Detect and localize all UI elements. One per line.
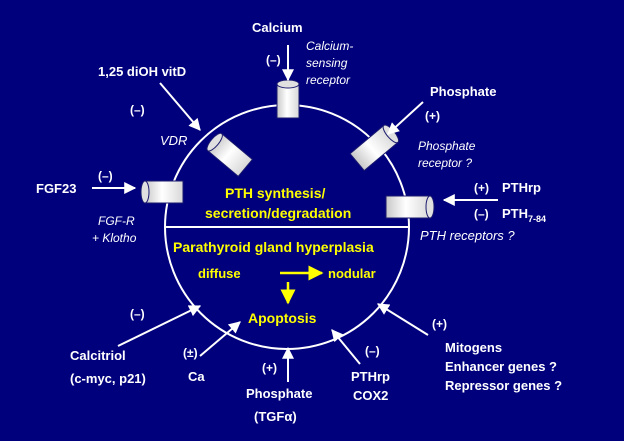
fgf-receptor-line2: + Klotho	[92, 231, 137, 245]
mitogens-line3: Repressor genes ?	[445, 378, 562, 393]
phosphate-receptor-line1: Phosphate	[418, 139, 476, 153]
phosphate-top-sign: (+)	[425, 109, 440, 123]
calcitriol-arrow	[117, 305, 202, 347]
mitogens-line1: Mitogens	[445, 340, 502, 355]
mitogens-sign: (+)	[432, 317, 447, 331]
mitogens-line2: Enhancer genes ?	[445, 359, 557, 374]
pth-fragment-label: PTH7-84	[502, 206, 546, 224]
ca-label: Ca	[188, 369, 205, 384]
phosphate-bottom-line2: (TGFα)	[254, 409, 297, 424]
phosphate-bottom-line1: Phosphate	[246, 386, 312, 401]
apoptosis-label: Apoptosis	[248, 310, 317, 326]
fgf-receptor-line1: FGF-R	[98, 214, 135, 228]
pthrp-cox2-line2: COX2	[353, 388, 388, 403]
calcium-receptor-line1: Calcium-	[306, 39, 353, 53]
pthrp-cox2-line1: PTHrp	[351, 369, 390, 384]
calcium-sensing-receptor-shape	[276, 79, 300, 119]
calcitriol-line2: (c-myc, p21)	[70, 371, 146, 386]
calcium-label: Calcium	[252, 20, 303, 35]
nodular-label: nodular	[328, 266, 376, 281]
pthrp-cox2-sign: (–)	[365, 344, 380, 358]
gland-top-line1: PTH synthesis/	[225, 185, 325, 201]
phosphate-bottom-sign: (+)	[262, 361, 277, 375]
pthrp-right-label: PTHrp	[502, 180, 541, 195]
phosphate-top-arrow	[387, 101, 424, 135]
vdr-label: VDR	[160, 133, 187, 148]
pth-fragment-sub: 7-84	[528, 214, 546, 224]
calcium-receptor-line3: receptor	[306, 73, 351, 87]
ca-arrow	[199, 321, 241, 357]
vitd-sign: (–)	[130, 103, 145, 117]
vitd-label: 1,25 diOH vitD	[98, 64, 186, 79]
diffuse-label: diffuse	[198, 266, 241, 281]
fgf-receptor-shape	[140, 180, 184, 204]
fgf23-sign: (–)	[98, 169, 113, 183]
pth-receptors-label: PTH receptors ?	[420, 228, 515, 243]
calcium-receptor-line2: sensing	[306, 56, 348, 70]
ca-sign: (±)	[183, 346, 198, 360]
calcitriol-sign: (–)	[130, 307, 145, 321]
phosphate-receptor-line2: receptor ?	[418, 156, 472, 170]
pth-fragment-main: PTH	[502, 206, 528, 221]
mitogens-arrow	[376, 303, 429, 336]
pthrp-cox2-arrow	[331, 329, 361, 365]
vitd-arrow	[159, 82, 201, 131]
phosphate-top-label: Phosphate	[430, 84, 496, 99]
hyperplasia-label: Parathyroid gland hyperplasia	[173, 239, 374, 255]
calcitriol-line1: Calcitriol	[70, 348, 126, 363]
pth-fragment-sign: (–)	[474, 207, 489, 221]
pth-receptor-shape	[385, 195, 435, 219]
gland-top-line2: secretion/degradation	[205, 205, 351, 221]
vdr-receptor-shape	[206, 132, 254, 177]
fgf23-label: FGF23	[36, 181, 76, 196]
pthrp-right-sign: (+)	[474, 181, 489, 195]
calcium-sign: (–)	[266, 53, 281, 67]
